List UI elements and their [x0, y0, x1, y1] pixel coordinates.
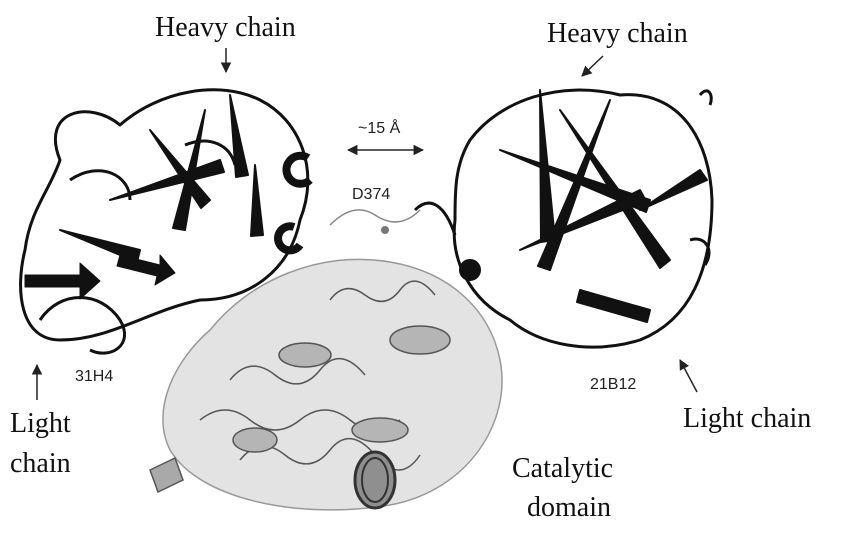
antibody-21b12-label: 21B12: [590, 376, 636, 394]
heavy-chain-left-label: Heavy chain: [155, 12, 296, 44]
residue-label: D374: [352, 186, 390, 204]
light-chain-left-label-line2: chain: [10, 448, 71, 480]
heavy-chain-right-label: Heavy chain: [547, 18, 688, 50]
antibody-31h4-label: 31H4: [75, 368, 113, 386]
light-chain-right-arrow: [680, 360, 697, 392]
distance-label: ~15 Å: [358, 120, 400, 138]
light-chain-left-label-line1: Light: [10, 408, 71, 440]
catalytic-domain-label-line1: Catalytic: [512, 453, 613, 485]
catalytic-domain-structure: [150, 210, 502, 510]
catalytic-domain-label-line2: domain: [527, 492, 611, 524]
heavy-chain-right-arrow: [582, 56, 603, 76]
light-chain-right-label: Light chain: [683, 403, 811, 435]
